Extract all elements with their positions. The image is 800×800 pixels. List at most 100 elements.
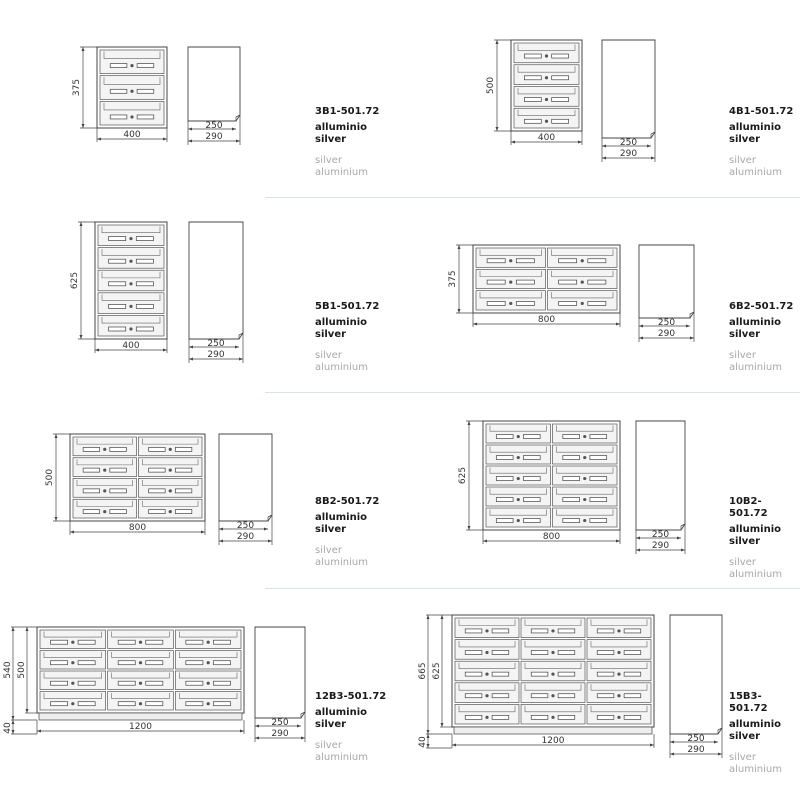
width-dimension: 800 — [538, 315, 555, 325]
mailbox-door — [552, 465, 618, 486]
front-view — [69, 433, 206, 522]
side-flap — [235, 114, 241, 121]
door-panel — [107, 670, 174, 690]
depth-inner-dimension: 250 — [658, 318, 675, 328]
name-plate — [464, 714, 483, 720]
door-panel — [475, 268, 546, 290]
letter-slot — [551, 292, 614, 299]
door-panel — [513, 107, 580, 129]
lock-icon — [206, 640, 210, 644]
lock-icon — [583, 455, 587, 460]
depth-outer-dimension: 290 — [658, 329, 675, 339]
name-plate — [589, 434, 608, 439]
name-plate — [596, 714, 615, 720]
name-plate — [495, 434, 514, 439]
letter-slot — [101, 316, 161, 324]
finish-english: aluminium — [729, 764, 782, 775]
lock-icon — [138, 640, 143, 644]
letter-slot — [76, 438, 133, 445]
letter-slot — [556, 446, 614, 453]
mailbox-door — [39, 691, 107, 711]
letter-slot — [556, 467, 614, 474]
letter-slot — [458, 619, 516, 626]
lock-icon — [617, 672, 621, 676]
door-panel — [107, 691, 174, 711]
lock-icon — [617, 629, 621, 633]
name-plate — [145, 680, 164, 686]
side-profile — [601, 39, 656, 139]
door-panel — [97, 247, 165, 269]
total-height-dimension: 540 — [3, 661, 13, 678]
mailbox-door — [97, 269, 165, 292]
door-panel — [485, 423, 551, 444]
side-flap — [300, 711, 306, 718]
depth-outer-dimension: 290 — [271, 729, 288, 739]
door-panel — [39, 691, 107, 711]
side-profile — [254, 626, 306, 719]
mailbox-door — [485, 486, 551, 507]
door-panel — [552, 486, 618, 507]
letter-slot — [556, 509, 614, 516]
door-panel — [97, 292, 165, 314]
name-plate — [524, 53, 542, 59]
mailbox-door — [454, 704, 520, 725]
door-panel — [39, 670, 107, 690]
door-panel — [520, 704, 586, 725]
side-flap — [238, 332, 244, 339]
depth-outer-dimension: 290 — [207, 350, 224, 360]
product-label: 5B1-501.72 alluminio silver silver alumi… — [315, 301, 379, 374]
mailbox-door — [547, 268, 618, 290]
door-panel — [97, 269, 165, 292]
letter-slot — [142, 438, 199, 445]
lock-icon — [617, 694, 621, 698]
letter-slot — [489, 467, 547, 474]
name-plate — [558, 258, 578, 264]
name-plate — [108, 236, 127, 241]
letter-slot — [179, 631, 238, 638]
name-plate — [551, 75, 569, 81]
name-plate — [523, 518, 541, 523]
name-plate — [515, 301, 535, 306]
lock-icon — [130, 64, 134, 68]
door-panel — [454, 617, 520, 638]
mailbox-door — [138, 436, 203, 457]
lock-icon — [129, 282, 133, 286]
letter-slot — [524, 641, 582, 648]
lock-icon — [551, 715, 555, 719]
lock-icon — [516, 476, 520, 481]
name-plate — [108, 326, 127, 332]
mailbox-door — [552, 423, 618, 444]
width-dimension: 400 — [538, 133, 555, 143]
finish-italian-color: silver — [729, 731, 761, 742]
mailbox-door — [138, 498, 203, 519]
lock-icon — [580, 301, 584, 306]
lock-icon — [129, 327, 133, 331]
name-plate — [109, 63, 128, 68]
side-view — [638, 244, 695, 319]
height-dimension: 625 — [432, 662, 442, 679]
product-code: 15B3-501.72 — [729, 691, 768, 714]
lock-icon — [509, 259, 513, 263]
lock-icon — [544, 97, 549, 102]
mailbox-door — [520, 682, 586, 703]
door-panel — [513, 86, 580, 107]
lock-icon — [544, 54, 549, 58]
name-plate — [596, 671, 615, 677]
product-label: 12B3-501.72 alluminio silver silver alum… — [315, 691, 386, 764]
letter-slot — [458, 705, 516, 713]
name-plate — [523, 476, 541, 481]
letter-slot — [179, 672, 238, 679]
finish-english-color: silver — [315, 545, 342, 556]
letter-slot — [517, 88, 576, 95]
base-plinth — [38, 712, 243, 721]
door-panel — [520, 617, 586, 638]
door-panel — [72, 436, 137, 457]
door-panel — [454, 660, 520, 682]
finish-italian-color: silver — [315, 134, 347, 145]
finish-italian: alluminio — [729, 524, 781, 535]
door-panel — [174, 691, 242, 711]
letter-slot — [551, 270, 614, 277]
base-plinth — [453, 726, 653, 735]
name-plate — [136, 114, 155, 120]
